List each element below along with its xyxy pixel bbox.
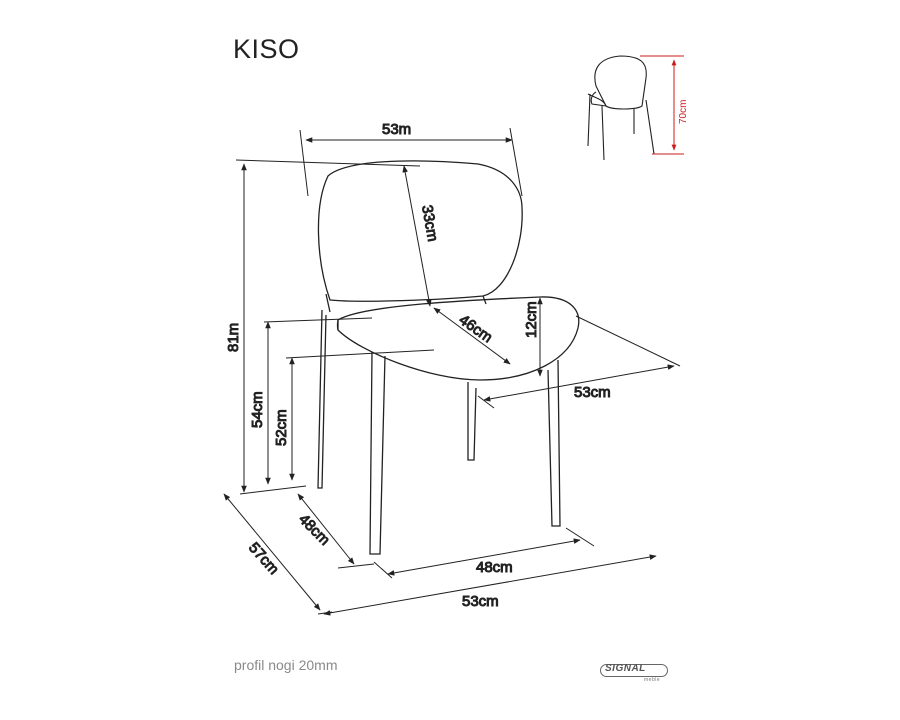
label-leg-depth: 48cm <box>295 511 333 549</box>
leg-profile-caption: profil nogi 20mm <box>234 657 338 673</box>
label-footprint-depth: 57cm <box>245 539 282 578</box>
logo-frame <box>600 664 668 677</box>
label-seat-height-back: 52cm <box>273 409 290 446</box>
product-title: KISO <box>233 34 300 64</box>
chair-backrest <box>317 160 523 302</box>
logo-subtext: meble <box>644 677 661 683</box>
chair-leg-front-left <box>369 351 386 555</box>
chair-drawing <box>317 160 580 555</box>
thumb-seat <box>590 91 607 107</box>
signal-logo: SIGNAL meble <box>600 663 670 684</box>
thumb-leg-mid <box>601 105 605 161</box>
thumb-leg-left <box>587 93 591 147</box>
label-seat-thickness: 12cm <box>523 301 540 338</box>
label-thumbnail-height: 70cm <box>678 100 689 124</box>
thumbnail-side-view: 70cm <box>587 55 689 161</box>
chair-leg-front-right <box>547 359 561 527</box>
label-seat-width: 53cm <box>574 384 611 401</box>
logo-text: SIGNAL <box>605 663 646 674</box>
chair-back-post-left <box>325 293 331 313</box>
thumb-chair-arm <box>587 93 607 107</box>
label-leg-width: 48cm <box>476 559 513 576</box>
label-seat-height-front: 54cm <box>249 391 266 428</box>
label-backrest-height: 33cm <box>418 204 441 243</box>
label-total-height: 81m <box>225 323 242 352</box>
chair-leg-back-right <box>467 382 477 461</box>
chair-seat <box>337 296 580 381</box>
label-backrest-width: 53m <box>382 121 411 138</box>
thumb-backrest <box>594 55 647 110</box>
label-footprint-width: 53cm <box>462 593 499 610</box>
thumb-leg-back <box>645 99 655 155</box>
label-seat-depth: 46cm <box>456 311 496 346</box>
dimension-lines: 53m 33cm 81m 46cm 12cm 53cm 54cm 52cm 48… <box>223 121 681 616</box>
chair-leg-back-left <box>317 309 327 489</box>
